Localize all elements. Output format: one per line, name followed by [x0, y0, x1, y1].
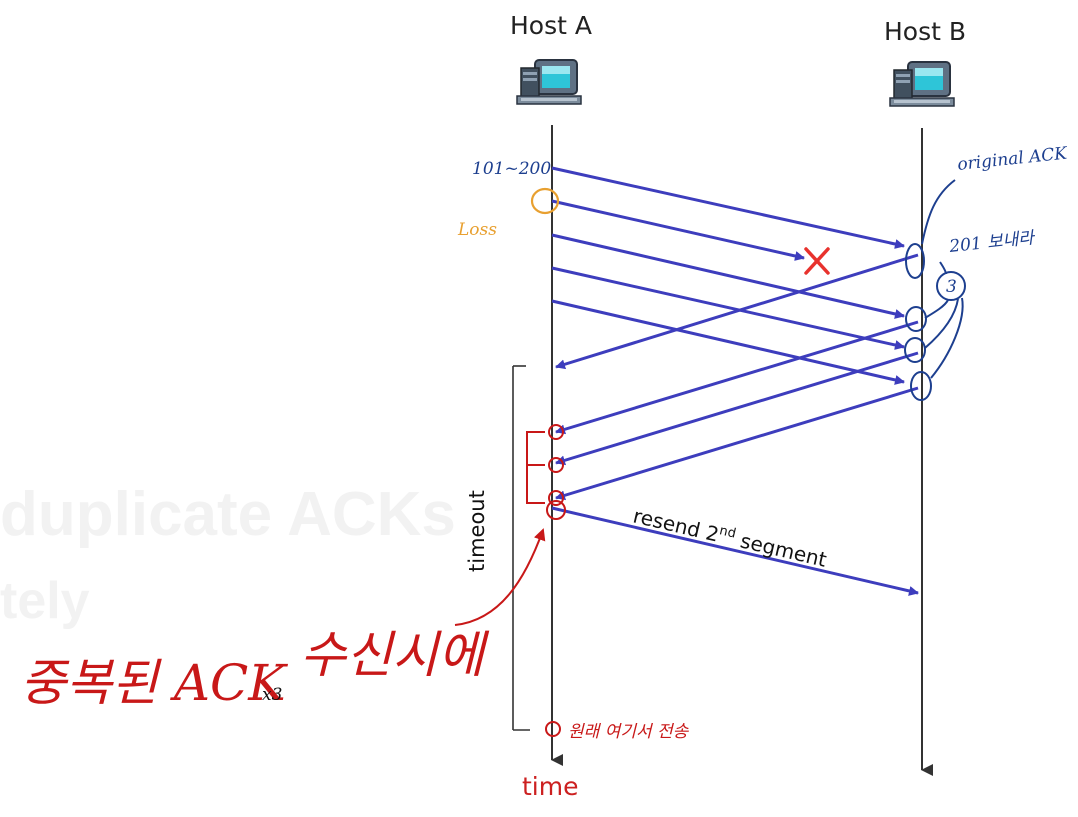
host-b-computer-icon: [889, 61, 955, 107]
send-201-pointer: [939, 261, 947, 275]
dup-count-pointer-2: [924, 298, 959, 349]
resend-label-superscript: nd: [718, 523, 737, 541]
segment-arrow-3: [551, 233, 905, 319]
dup-ack-received-circle-3: [548, 490, 564, 506]
ack-arrow-dup-1: [555, 320, 919, 435]
dup-ack-bracket: [526, 431, 545, 504]
host-a-label: Host A: [510, 11, 592, 40]
packet-lost-x-icon: [804, 247, 830, 275]
ack-arrow-original: [555, 253, 919, 370]
send-201-text: 201 보내라: [947, 228, 1037, 257]
dup-count-text: 3: [946, 277, 957, 297]
segment-arrow-5: [551, 299, 905, 385]
ack-circles: [904, 179, 966, 401]
original-ack-pointer: [921, 179, 956, 245]
dup-ack-circle-1: [905, 306, 927, 332]
ack-arrow-dup-2: [555, 351, 919, 466]
original-timeout-circle: [545, 721, 561, 737]
seq-range-text: 101~200: [472, 159, 551, 179]
segment-arrow-2-lost: [551, 199, 805, 261]
loss-text: Loss: [457, 220, 497, 240]
segment-arrow-1: [551, 166, 905, 249]
ghost-text-line1: duplicate ACKs: [0, 480, 456, 549]
timeout-label: timeout: [465, 490, 489, 572]
resend-segment-arrow: [551, 506, 919, 596]
host-a-computer-icon: [516, 59, 582, 105]
dup-count-pointer-3: [930, 297, 964, 379]
dup-ack-received-suffix: 수신시에: [300, 626, 490, 684]
dup-ack-received-circle-2: [548, 457, 564, 473]
resend-label-prefix: resend 2: [631, 503, 721, 546]
fast-retransmit-pointer: [454, 528, 546, 626]
dup-ack-received-circle-1: [548, 424, 564, 440]
data-segments: [551, 166, 919, 596]
ghost-text-line2: tely: [0, 572, 90, 630]
ghost-background-text: duplicate ACKs tely: [0, 480, 456, 630]
dup-count-circle: [936, 271, 966, 301]
svg-text:resend 2nd segment: resend 2nd segment: [631, 503, 829, 571]
loss-annotation: Loss: [457, 187, 560, 240]
resend-label-suffix: segment: [732, 527, 829, 572]
times-mark-text: x3: [262, 685, 282, 705]
dup-ack-received-text: 중복된 ACK: [20, 654, 288, 712]
dup-count-pointer-1: [924, 299, 949, 319]
dup-ack-circle-3: [910, 371, 932, 401]
original-ack-text: original ACK: [956, 143, 1069, 175]
loss-circle: [530, 187, 560, 215]
dup-ack-circle-2: [904, 337, 926, 363]
segment-arrow-4: [551, 266, 905, 350]
ack-arrows: [555, 253, 919, 501]
resend-before-timeout-text: 원래 여기서 전송: [568, 722, 690, 742]
timeout-bracket: [512, 365, 530, 731]
original-ack-circle: [905, 243, 925, 279]
resend-label: resend 2nd segment: [631, 503, 829, 571]
ack-arrow-dup-3: [555, 386, 919, 501]
time-label: time: [522, 772, 578, 801]
fast-retransmit-circle: [546, 500, 566, 520]
host-b-label: Host B: [884, 17, 966, 46]
dup-ack-markers: [454, 424, 566, 737]
